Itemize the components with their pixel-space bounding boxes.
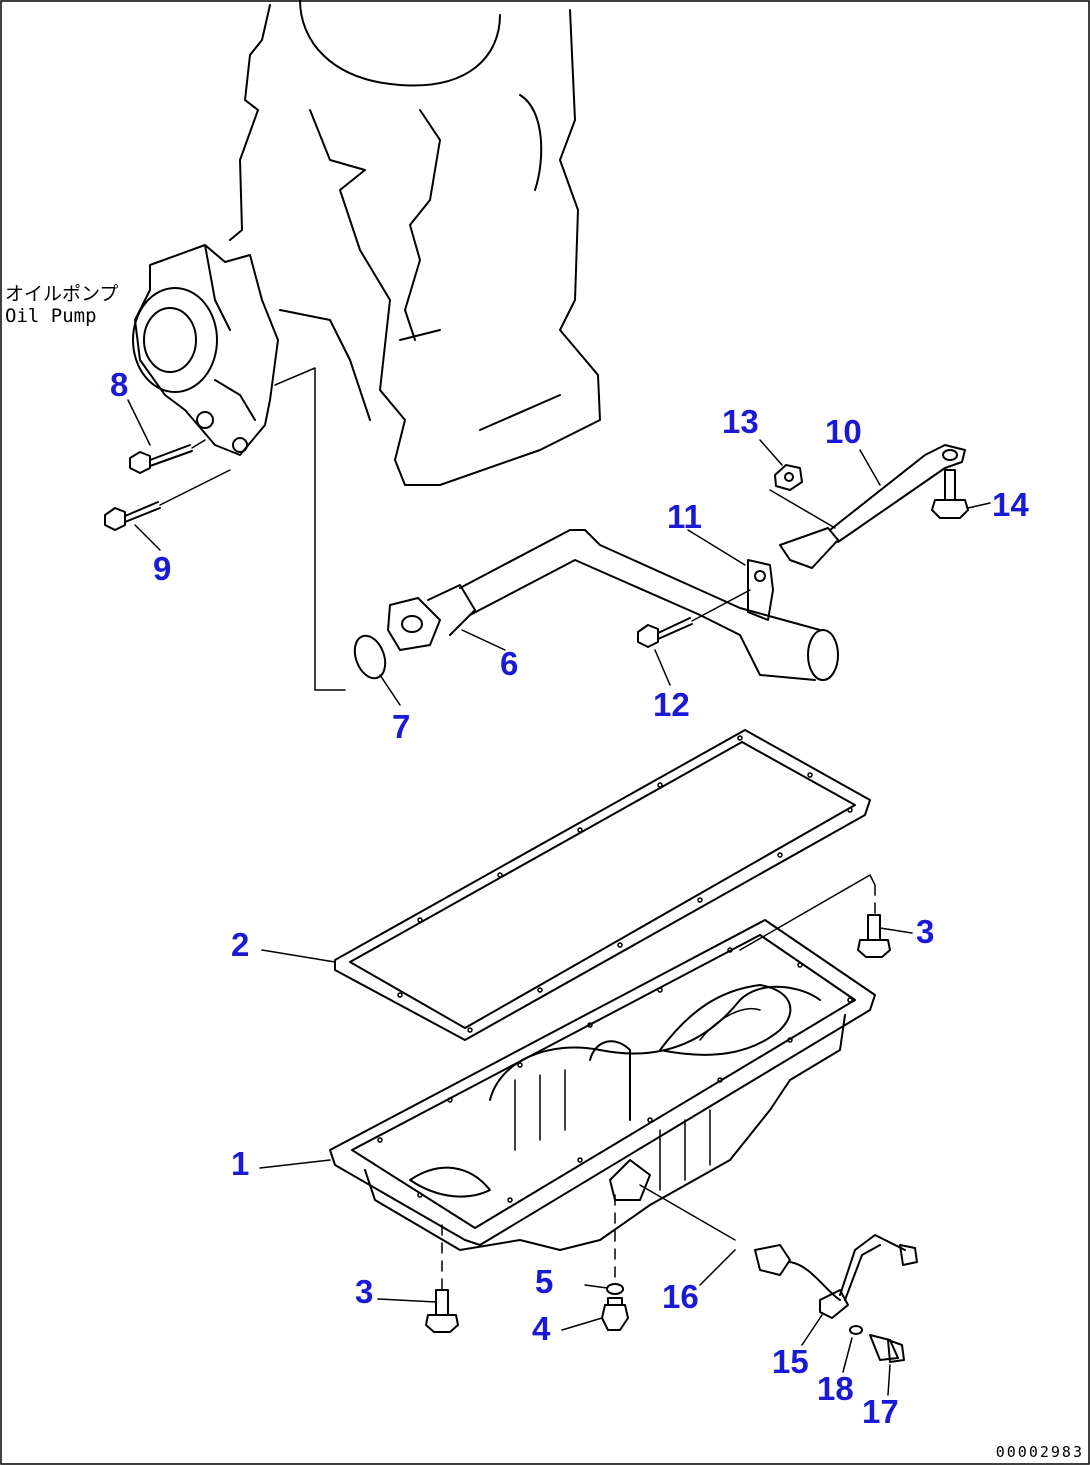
callout-6[interactable]: 6 [500,645,519,682]
oil-pump-caption: オイルポンプ Oil Pump [5,283,119,328]
callout-16[interactable]: 16 [662,1278,699,1315]
callout-7[interactable]: 7 [392,708,411,745]
leader-lines [127,399,991,1396]
drawing-number: 00002983 [995,1443,1084,1461]
callout-8[interactable]: 8 [110,366,129,403]
bolt-3-upper [857,914,891,958]
callout-18[interactable]: 18 [817,1370,854,1407]
callout-5[interactable]: 5 [535,1263,554,1300]
nut-13 [774,464,803,491]
oil-pump-label-en: Oil Pump [5,304,97,327]
suction-tube-6 [387,529,839,681]
stay-10 [769,444,966,569]
callout-15[interactable]: 15 [772,1343,809,1380]
washer-18 [849,1325,863,1335]
sensor-15 [754,1234,918,1319]
callout-11[interactable]: 11 [667,498,702,535]
callout-3-lower[interactable]: 3 [355,1273,374,1310]
callout-17[interactable]: 17 [862,1393,899,1430]
bolt-3-lower [425,1289,459,1333]
bolt-12 [637,589,751,648]
callout-12[interactable]: 12 [653,686,690,723]
callout-9[interactable]: 9 [153,550,172,587]
callout-2[interactable]: 2 [231,926,250,963]
o-ring-7 [353,634,387,680]
oil-pan-1 [329,919,876,1251]
callout-14[interactable]: 14 [992,486,1029,523]
bolt-9 [104,469,231,531]
oil-pump-label-jp: オイルポンプ [5,283,119,305]
oil-pump [132,244,279,456]
drain-plug-4 [601,1297,629,1331]
engine-block [229,0,601,486]
washer-5 [606,1283,624,1295]
callout-4[interactable]: 4 [532,1310,551,1347]
bolt-14 [931,469,969,519]
bracket-11 [747,559,774,621]
callout-13[interactable]: 13 [722,403,759,440]
callout-1[interactable]: 1 [231,1145,250,1182]
gasket-2 [334,729,871,1041]
callout-10[interactable]: 10 [825,413,862,450]
bolt-17 [869,1334,905,1363]
bolt-8 [129,439,206,474]
callout-3-upper[interactable]: 3 [916,913,935,950]
